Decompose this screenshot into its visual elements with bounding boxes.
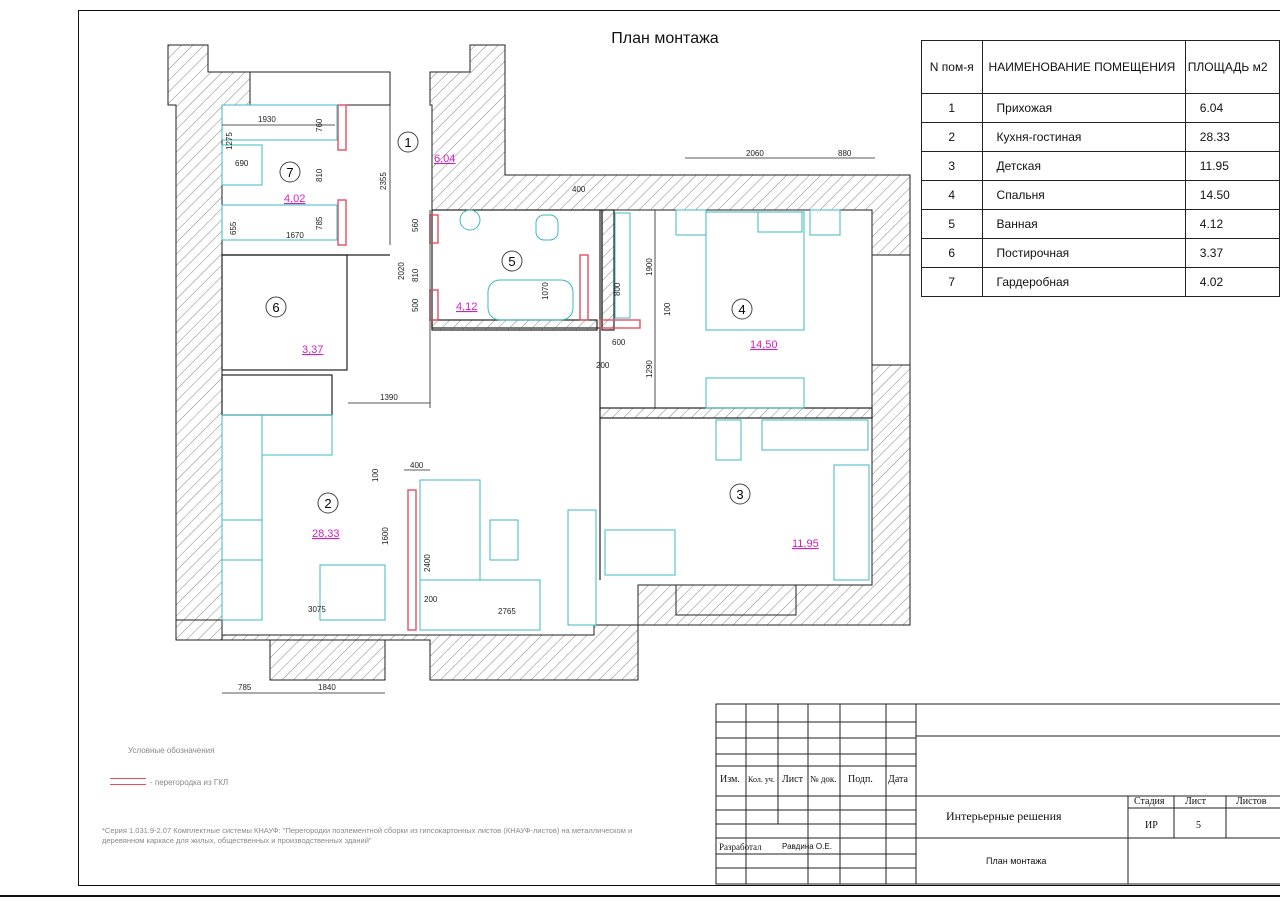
svg-text:2: 2 — [324, 496, 331, 511]
room-schedule-table: N пом-я НАИМЕНОВАНИЕ ПОМЕЩЕНИЯ ПЛОЩАДЬ м… — [921, 40, 1280, 297]
stamp-izm: Изм. — [720, 774, 740, 785]
svg-text:5: 5 — [508, 254, 515, 269]
stamp-sheet-name: План монтажа — [986, 856, 1046, 866]
dim-label: 2765 — [498, 607, 516, 616]
room-markers: 16,04 228,33 311,95 414,50 54,12 63,37 7… — [265, 131, 819, 550]
legend-title: Условные обозначения — [128, 746, 215, 755]
stamp-project: Интерьерные решения — [946, 809, 1062, 823]
dim-label: 400 — [572, 185, 586, 194]
table-header-row: N пом-я НАИМЕНОВАНИЕ ПОМЕЩЕНИЯ ПЛОЩАДЬ м… — [921, 40, 1280, 94]
dim-label: 800 — [613, 282, 622, 296]
room-marker-1: 16,04 — [397, 131, 455, 165]
dim-label: 500 — [411, 298, 420, 312]
dim-label: 100 — [371, 468, 380, 482]
dim-label: 2020 — [397, 262, 406, 280]
dim-label: 810 — [411, 268, 420, 282]
svg-text:4: 4 — [738, 302, 745, 317]
bottom-rule — [0, 895, 1280, 897]
dim-label: 100 — [663, 302, 672, 316]
dimension-labels: 1930 760 1275 690 810 785 1670 655 2355 … — [225, 115, 852, 692]
footnote: *Серия 1.031.9-2.07 Комплектные системы … — [102, 826, 633, 845]
svg-text:7: 7 — [286, 165, 293, 180]
header-area: ПЛОЩАДЬ м2 — [1184, 40, 1280, 94]
dim-label: 1600 — [381, 527, 390, 545]
stamp-n-dok: № док. — [810, 774, 837, 784]
svg-text:28,33: 28,33 — [312, 528, 340, 540]
dim-label: 200 — [424, 595, 438, 604]
dimension-lines — [222, 105, 875, 694]
furniture — [221, 104, 870, 631]
exterior-walls — [167, 44, 911, 681]
dim-label: 810 — [315, 168, 324, 182]
dim-label: 655 — [229, 221, 238, 235]
header-num: N пом-я — [921, 40, 983, 94]
stamp-stadia: Стадия — [1134, 796, 1165, 807]
svg-text:3,37: 3,37 — [302, 344, 323, 356]
svg-text:4,02: 4,02 — [284, 193, 305, 205]
svg-text:1: 1 — [404, 135, 411, 150]
dim-label: 880 — [838, 149, 852, 158]
header-name: НАИМЕНОВАНИЕ ПОМЕЩЕНИЯ — [981, 40, 1186, 94]
dim-label: 1840 — [318, 683, 336, 692]
dim-label: 400 — [410, 461, 424, 470]
svg-text:3: 3 — [736, 487, 743, 502]
dim-label: 560 — [411, 218, 420, 232]
room-marker-4: 414,50 — [731, 298, 778, 351]
room-marker-2: 228,33 — [312, 492, 340, 540]
stamp-podp: Подп. — [848, 774, 873, 785]
svg-text:6,04: 6,04 — [434, 153, 455, 165]
dim-label: 1390 — [380, 393, 398, 402]
stamp-list-val: 5 — [1196, 820, 1201, 831]
dim-label: 760 — [315, 118, 324, 132]
stamp-list-col: Лист — [1185, 796, 1207, 807]
dim-label: 2060 — [746, 149, 764, 158]
svg-text:6: 6 — [272, 300, 279, 315]
svg-text:11,95: 11,95 — [792, 538, 819, 550]
stamp-razrabotal: Разработал — [719, 842, 762, 852]
dim-label: 1900 — [645, 258, 654, 276]
stamp-list: Лист — [782, 774, 804, 785]
dim-label: 2355 — [379, 172, 388, 190]
room-marker-5: 54,12 — [456, 250, 523, 313]
dim-label: 200 — [596, 361, 610, 370]
room-marker-3: 311,95 — [729, 483, 819, 550]
stamp-data: Дата — [888, 774, 908, 785]
windows — [269, 254, 911, 681]
dim-label: 2400 — [423, 554, 432, 572]
legend-label: - перегородка из ГКЛ — [150, 778, 229, 787]
dim-label: 3075 — [308, 605, 326, 614]
plan-title: План монтажа — [611, 30, 719, 47]
svg-text:14,50: 14,50 — [750, 339, 778, 351]
room-marker-7: 74,02 — [279, 161, 305, 205]
dim-label: 1290 — [645, 360, 654, 378]
dim-label: 1670 — [286, 231, 304, 240]
dim-label: 785 — [315, 216, 324, 230]
dim-label: 1275 — [225, 132, 234, 150]
svg-text:4,12: 4,12 — [456, 301, 477, 313]
room-marker-6: 63,37 — [265, 296, 323, 356]
dim-label: 1930 — [258, 115, 276, 124]
stamp-listov: Листов — [1236, 796, 1267, 807]
dim-label: 600 — [612, 338, 626, 347]
stamp-author: Равдина О.Е. — [782, 842, 832, 851]
dim-label: 690 — [235, 159, 249, 168]
dim-label: 1070 — [541, 282, 550, 300]
sheet-frame — [78, 10, 1280, 886]
stamp-stadia-val: ИР — [1145, 820, 1158, 831]
dim-label: 785 — [238, 683, 252, 692]
interior-walls — [221, 209, 873, 580]
stamp-kol-uch: Кол. уч. — [748, 775, 775, 784]
gkl-legend-swatch — [110, 778, 146, 785]
